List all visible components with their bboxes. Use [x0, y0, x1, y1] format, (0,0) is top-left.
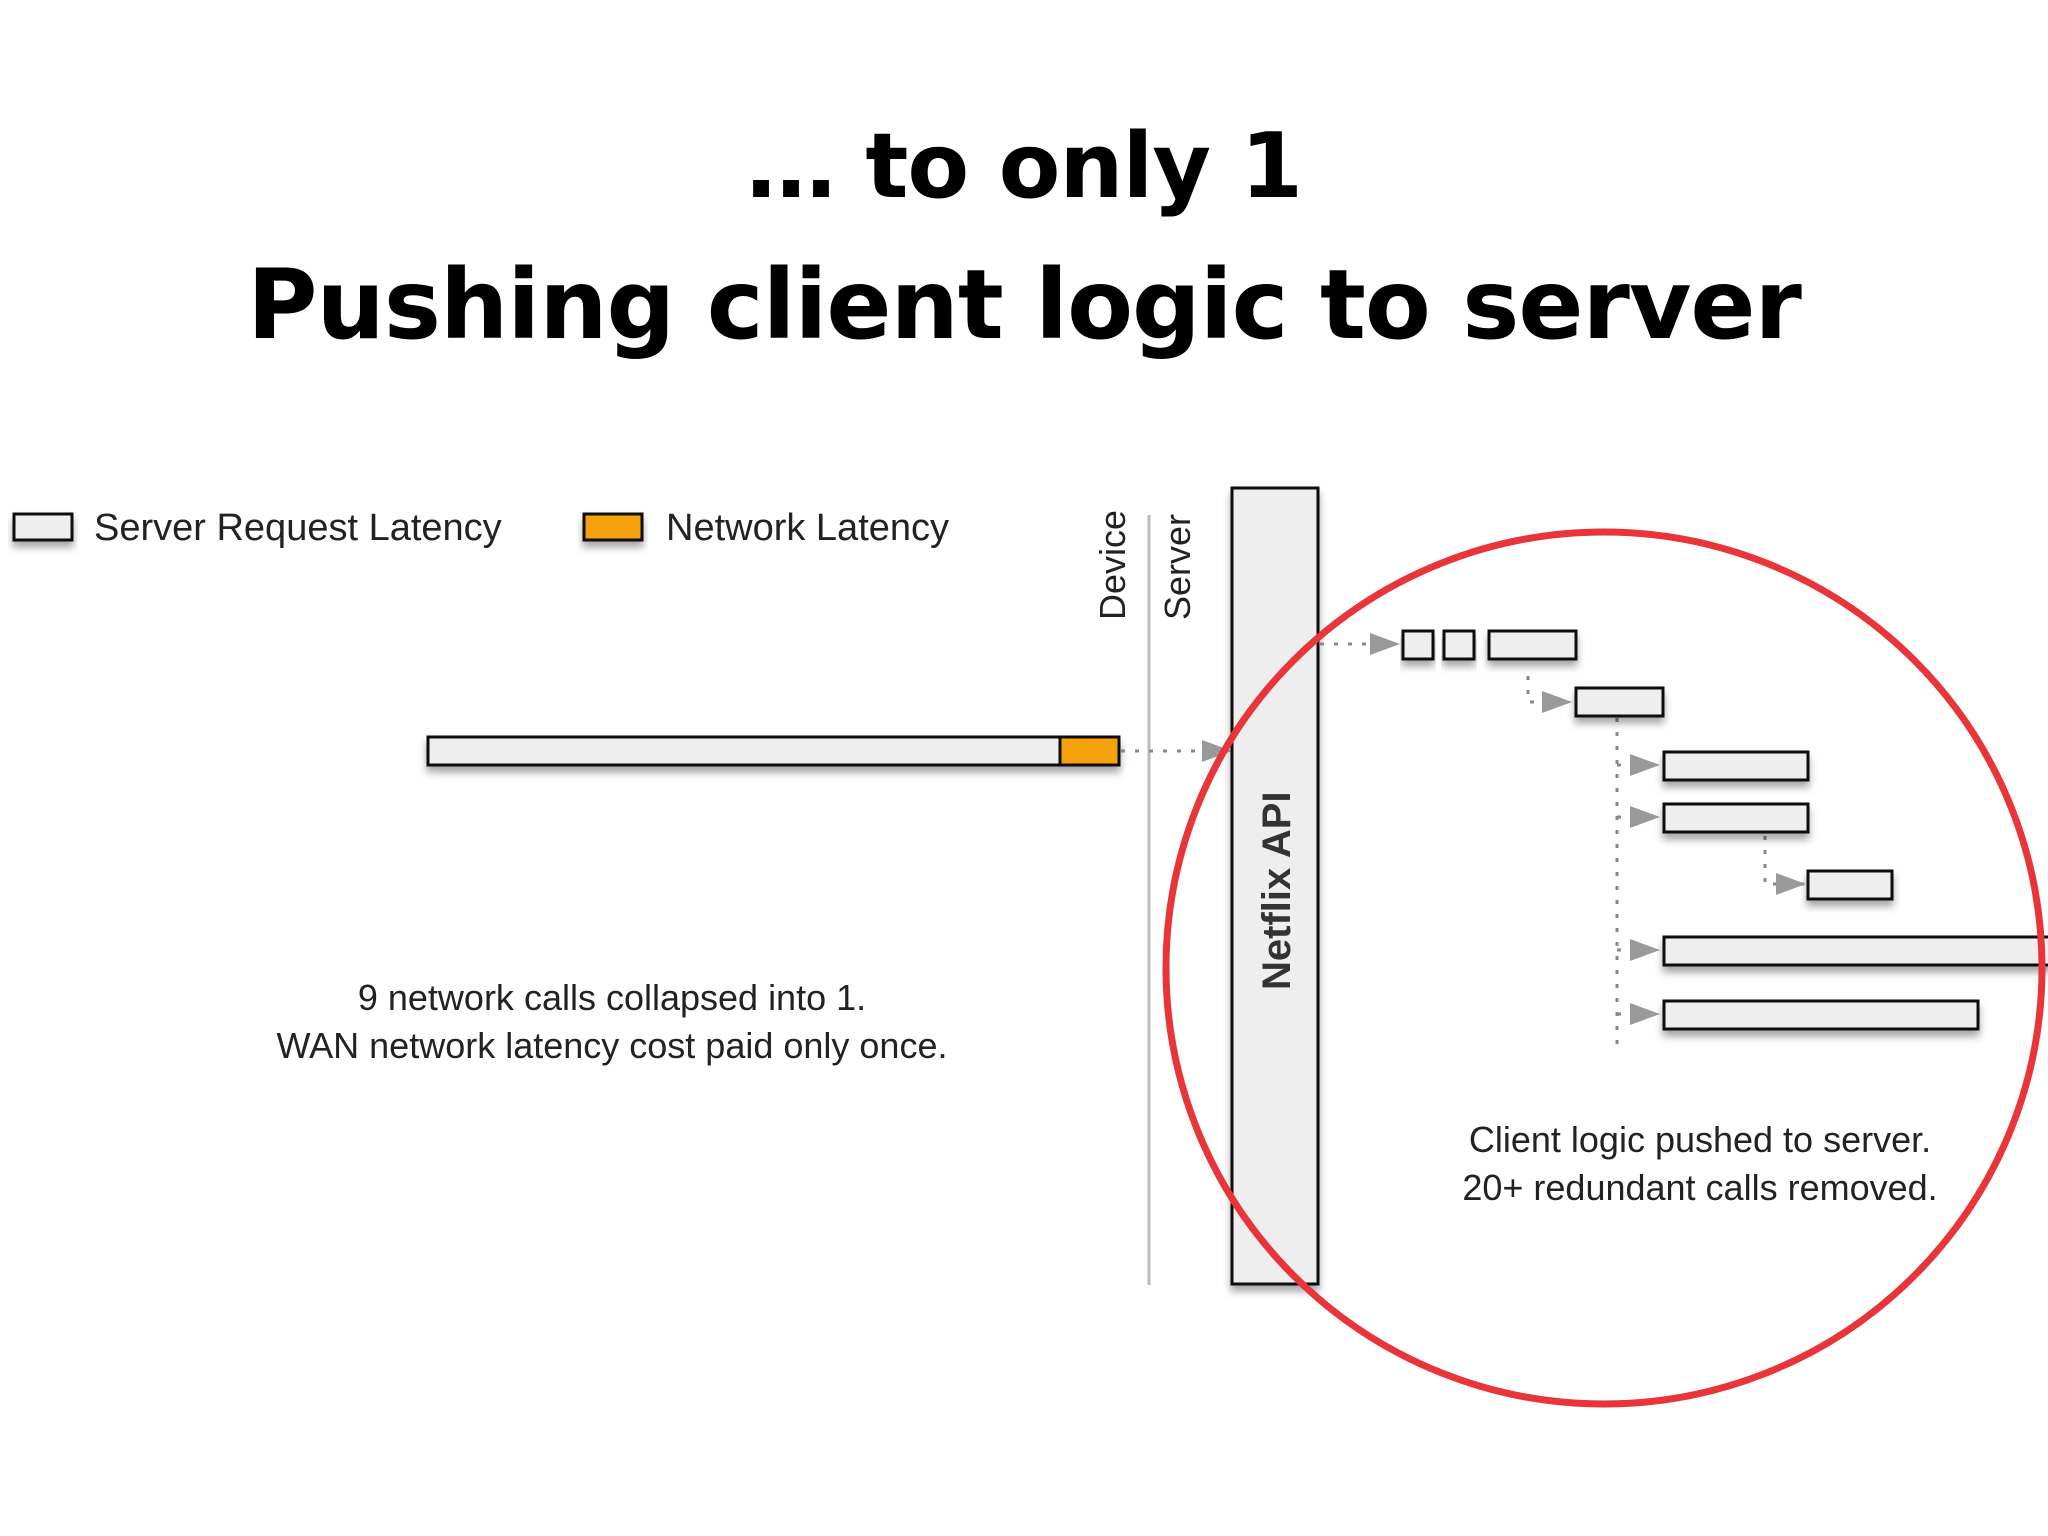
server-call-bar [1662, 802, 1810, 834]
lane-label-server: Server [1157, 514, 1198, 620]
left-caption-line1: 9 network calls collapsed into 1. [358, 977, 866, 1018]
slide-title-line1: … to only 1 [746, 114, 1303, 219]
server-call-bar [1401, 629, 1435, 661]
server-call-bar [1574, 686, 1665, 718]
slide-title-line2: Pushing client logic to server [247, 249, 1802, 361]
device-server-request-segment [426, 735, 1062, 767]
legend: Server Request Latency Network Latency [12, 507, 949, 549]
server-call-bar [1442, 629, 1476, 661]
right-caption-line1: Client logic pushed to server. [1469, 1119, 1931, 1160]
legend-server-request-label: Server Request Latency [94, 507, 502, 549]
netflix-api-column [1230, 486, 1320, 1286]
netflix-api-label: Netflix API [1255, 791, 1299, 990]
server-call-bar [1806, 869, 1894, 901]
highlight-circle [1162, 528, 2046, 1408]
lane-label-device: Device [1092, 510, 1133, 620]
legend-server-request-swatch [12, 512, 74, 542]
device-network-segment [1058, 735, 1121, 767]
device-request-bar [426, 735, 1121, 767]
server-call-bars [1401, 629, 2048, 1031]
left-caption-line2: WAN network latency cost paid only once. [277, 1025, 948, 1066]
legend-network-label: Network Latency [666, 507, 949, 549]
legend-network-swatch [582, 512, 644, 542]
server-call-bar [1487, 629, 1578, 661]
server-call-bar [1662, 935, 2048, 967]
server-call-bar [1662, 750, 1810, 782]
server-call-bar [1662, 999, 1980, 1031]
call-connectors [1320, 633, 1806, 1048]
right-caption-line2: 20+ redundant calls removed. [1462, 1167, 1937, 1208]
